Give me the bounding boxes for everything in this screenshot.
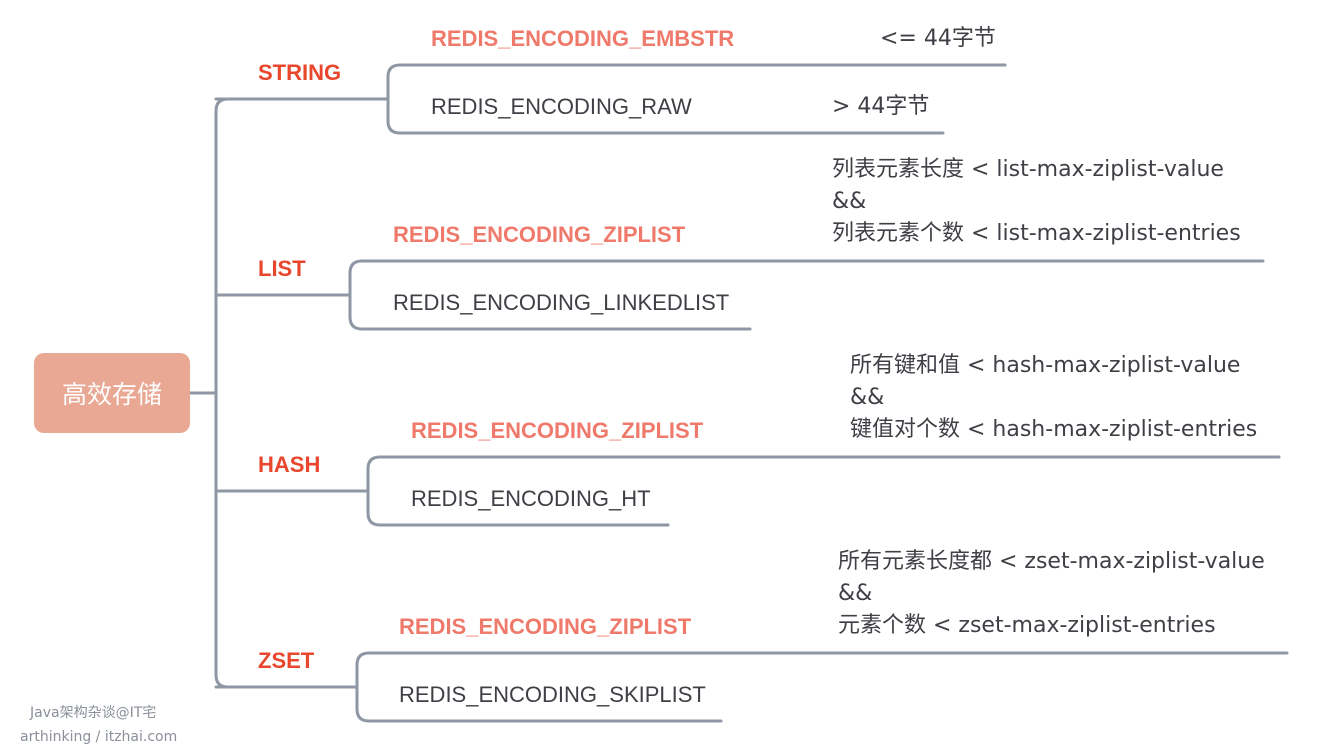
- encoding-zset-ziplist: REDIS_ENCODING_ZIPLIST: [399, 614, 692, 639]
- condition-zset-ziplist: 所有元素长度都 < zset-max-ziplist-value && 元素个数…: [838, 546, 1265, 642]
- connector-trunk: [214, 97, 249, 689]
- root-label: 高效存储: [61, 380, 162, 409]
- condition-line: 所有键和值 < hash-max-ziplist-value: [850, 353, 1241, 378]
- watermark-line1: Java架构杂谈@IT宅: [30, 705, 157, 721]
- condition-line: &&: [832, 189, 867, 214]
- encoding-list-ziplist: REDIS_ENCODING_ZIPLIST: [393, 222, 686, 247]
- condition-line: &&: [838, 581, 873, 606]
- encoding-hash-ziplist: REDIS_ENCODING_ZIPLIST: [411, 418, 704, 443]
- condition-line: &&: [850, 385, 885, 410]
- root-node: 高效存储: [34, 353, 190, 433]
- encoding-zset-skiplist: REDIS_ENCODING_SKIPLIST: [399, 682, 706, 707]
- condition-hash-ziplist: 所有键和值 < hash-max-ziplist-value && 键值对个数 …: [850, 350, 1257, 446]
- encoding-hash-ht: REDIS_ENCODING_HT: [411, 486, 651, 511]
- encoding-string-embstr: REDIS_ENCODING_EMBSTR: [431, 26, 735, 51]
- connector-hash-ziplist: [366, 455, 1281, 527]
- connector-list-ziplist: [348, 259, 1265, 331]
- condition-line: 元素个数 < zset-max-ziplist-entries: [838, 613, 1216, 638]
- watermark-line2: arthinking / itzhai.com: [20, 729, 178, 745]
- connector-zset-ziplist: [355, 651, 1289, 723]
- type-list: LIST: [258, 256, 306, 281]
- encoding-string-raw: REDIS_ENCODING_RAW: [431, 94, 692, 119]
- condition-line: 所有元素长度都 < zset-max-ziplist-value: [838, 549, 1265, 574]
- encoding-list-linkedlist: REDIS_ENCODING_LINKEDLIST: [393, 290, 730, 315]
- type-hash: HASH: [258, 452, 321, 477]
- condition-line: 键值对个数 < hash-max-ziplist-entries: [850, 417, 1258, 442]
- condition-string-raw: > 44字节: [832, 94, 930, 119]
- type-zset: ZSET: [258, 648, 315, 673]
- connector-string-embstr: [386, 63, 1007, 135]
- condition-list-ziplist: 列表元素长度 < list-max-ziplist-value && 列表元素个…: [832, 154, 1241, 250]
- condition-line: 列表元素长度 < list-max-ziplist-value: [832, 157, 1224, 182]
- condition-string-embstr: <= 44字节: [880, 26, 996, 51]
- condition-line: 列表元素个数 < list-max-ziplist-entries: [832, 221, 1241, 246]
- type-string: STRING: [258, 60, 342, 85]
